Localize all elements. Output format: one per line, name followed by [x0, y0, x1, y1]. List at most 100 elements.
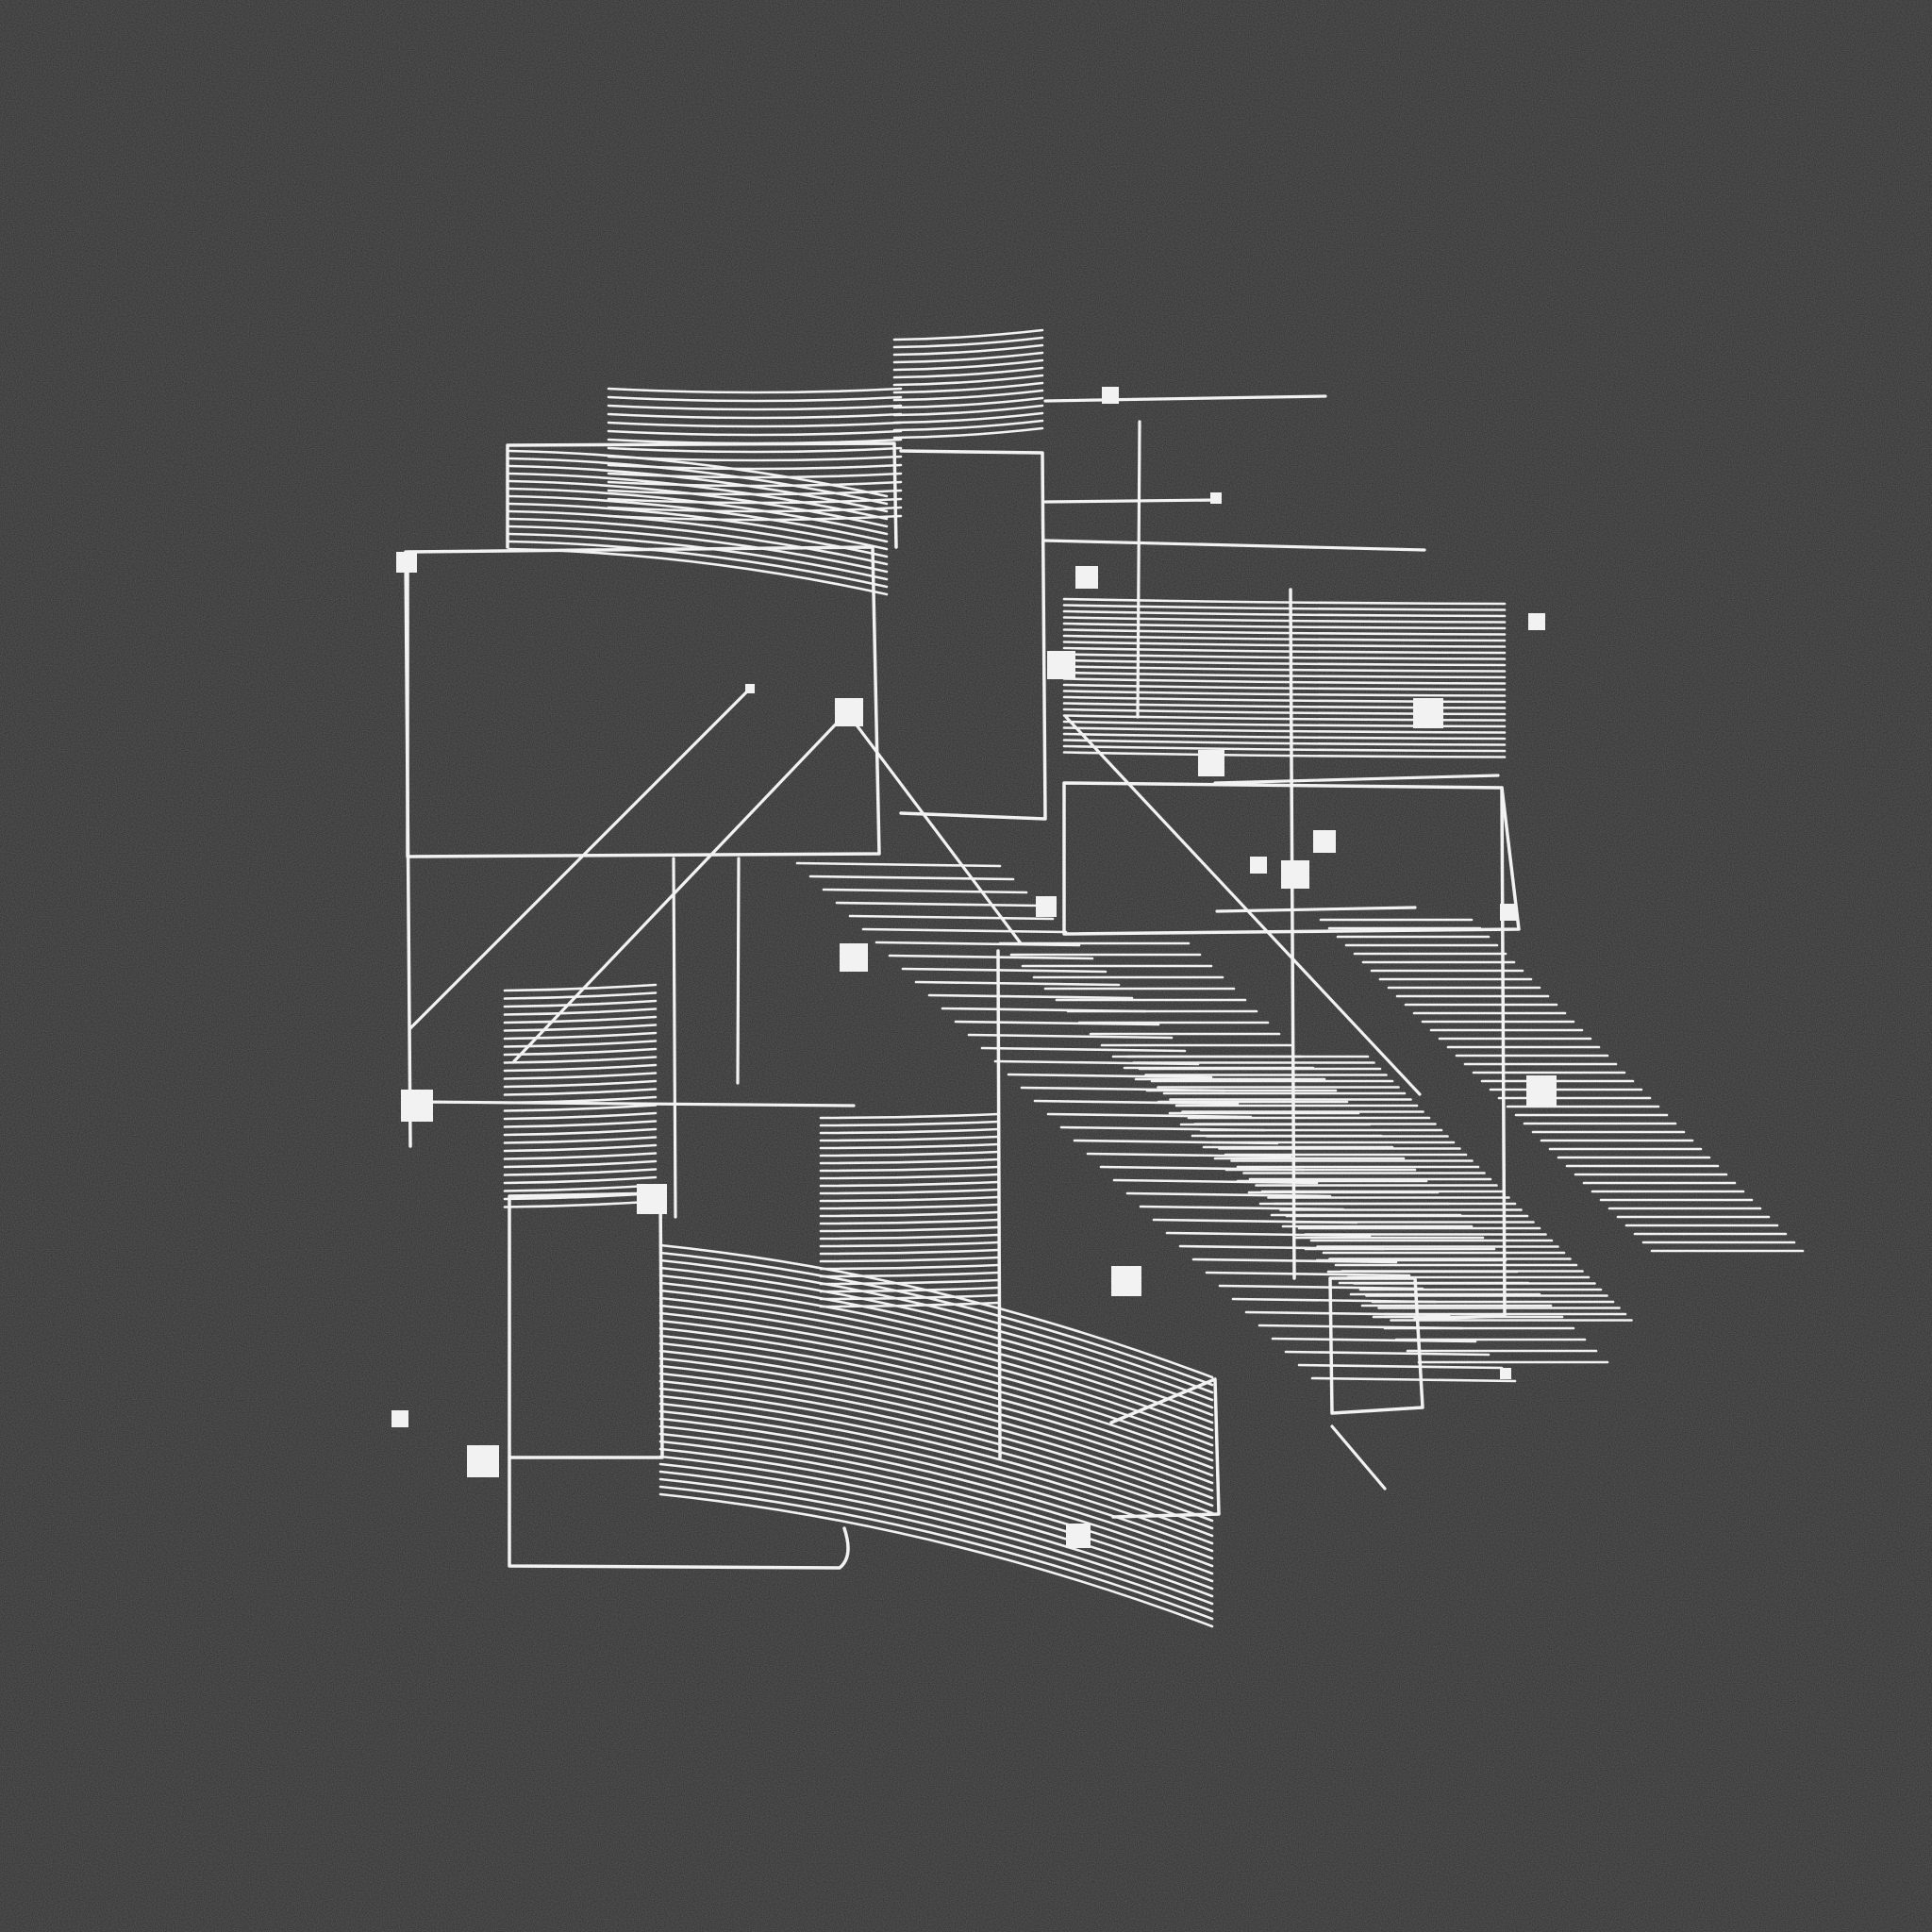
- hatch-line: [1125, 1191, 1332, 1198]
- hatch-line: [1112, 1178, 1319, 1185]
- hatch-line: [819, 1165, 1000, 1173]
- hatch-line: [819, 1120, 1000, 1127]
- hatch-line: [607, 404, 903, 411]
- hatch-line: [914, 980, 1121, 987]
- hatch-line: [819, 1218, 1000, 1225]
- hatch-line: [1062, 653, 1507, 660]
- hatch-line: [1062, 609, 1507, 618]
- hatch-line: [1062, 708, 1507, 716]
- hatch-line: [503, 1056, 658, 1064]
- box-column-center: [899, 449, 1047, 821]
- column-mid-vertical: [996, 949, 1002, 1459]
- hatch-line: [503, 1024, 658, 1032]
- hatch-line: [503, 1168, 658, 1176]
- wire-right: [1213, 774, 1500, 785]
- hatch-line: [1062, 726, 1507, 734]
- post-center-a: [736, 857, 741, 1085]
- box-lower-center: [1109, 1377, 1221, 1519]
- hatch-line: [658, 1492, 1214, 1628]
- hatch-line: [658, 1341, 1214, 1477]
- hatch-line: [967, 1033, 1174, 1040]
- hatch-line: [503, 983, 658, 992]
- hatch-line: [658, 1477, 1214, 1613]
- hatch-line: [819, 1256, 1000, 1263]
- marker: [391, 1410, 408, 1427]
- hatch-line: [503, 1040, 658, 1048]
- hatch-line: [508, 494, 889, 543]
- hatch-bottom-sweep: [658, 1243, 1214, 1628]
- hatch-line: [892, 374, 1044, 387]
- hatch-line: [808, 874, 1015, 881]
- wire-lower: [415, 1100, 856, 1108]
- hatch-line: [819, 1127, 1000, 1135]
- box-bottom: [508, 1456, 850, 1570]
- diagonal-left: [408, 687, 752, 1030]
- diagonal-center-b: [847, 713, 1023, 945]
- hatch-line: [1062, 739, 1507, 746]
- hatch-line: [892, 358, 1044, 372]
- box-lower-right: [1328, 1276, 1424, 1415]
- hatch-line: [819, 1278, 1000, 1286]
- hatch-line: [1205, 1271, 1411, 1277]
- hatch-line: [503, 1104, 658, 1112]
- hatch-line: [503, 991, 658, 1000]
- hatch-left-slope: [508, 449, 889, 596]
- hatch-line: [927, 993, 1134, 1000]
- hatch-left-column: [503, 983, 658, 1208]
- marker: [467, 1445, 499, 1477]
- marker: [835, 698, 863, 726]
- marker: [1500, 904, 1517, 921]
- hatch-line: [819, 1180, 1000, 1188]
- hatch-line: [1086, 1152, 1292, 1158]
- connector-lines: [408, 394, 1500, 1491]
- hatch-line: [1062, 622, 1507, 630]
- hatch-line: [658, 1364, 1214, 1500]
- marker: [1075, 566, 1098, 589]
- hatch-line: [658, 1447, 1214, 1583]
- hatch-line: [795, 861, 1002, 868]
- hatch-line: [819, 1210, 1000, 1218]
- hatch-line: [892, 396, 1044, 409]
- marker: [1198, 750, 1224, 776]
- hatch-line: [1062, 616, 1507, 624]
- stair-post: [1289, 588, 1296, 1280]
- hatch-line: [1062, 732, 1507, 741]
- hatch-line: [874, 941, 1081, 947]
- hatch-line: [607, 472, 903, 479]
- marker: [396, 552, 417, 573]
- hatch-line: [508, 464, 889, 513]
- hatch-line: [658, 1485, 1214, 1621]
- hatch-line: [607, 446, 903, 454]
- hatch-line: [819, 1233, 1000, 1241]
- hatch-line: [892, 381, 1044, 394]
- hatch-line: [658, 1440, 1214, 1575]
- frame-right-vertical: [1413, 786, 1507, 1321]
- marker: [1528, 613, 1545, 630]
- hatch-line: [658, 1311, 1214, 1447]
- hatch-line: [658, 1334, 1214, 1470]
- hatch-line: [658, 1455, 1214, 1591]
- line-drawing: [391, 328, 1805, 1628]
- leg-right: [1330, 1424, 1387, 1491]
- hatch-line: [1062, 751, 1507, 758]
- hatch-line: [819, 1248, 1000, 1256]
- hatch-line: [892, 419, 1044, 432]
- hatch-line: [658, 1372, 1214, 1507]
- hatch-line: [819, 1203, 1000, 1210]
- hatch-line: [1284, 1350, 1491, 1357]
- hatch-line: [658, 1379, 1214, 1515]
- hatch-line: [658, 1266, 1214, 1402]
- hatch-line: [503, 999, 658, 1008]
- hatch-line: [607, 412, 903, 420]
- hatch-line: [508, 472, 889, 521]
- marker: [1111, 1266, 1141, 1296]
- hatch-line: [658, 1258, 1214, 1394]
- hatch-line: [892, 328, 1044, 341]
- hatch-line: [1062, 695, 1507, 704]
- hatch-line: [819, 1263, 1000, 1271]
- wire-long: [1043, 539, 1426, 552]
- hatch-line: [658, 1304, 1214, 1440]
- hatch-line: [892, 351, 1044, 364]
- marker: [1250, 857, 1267, 874]
